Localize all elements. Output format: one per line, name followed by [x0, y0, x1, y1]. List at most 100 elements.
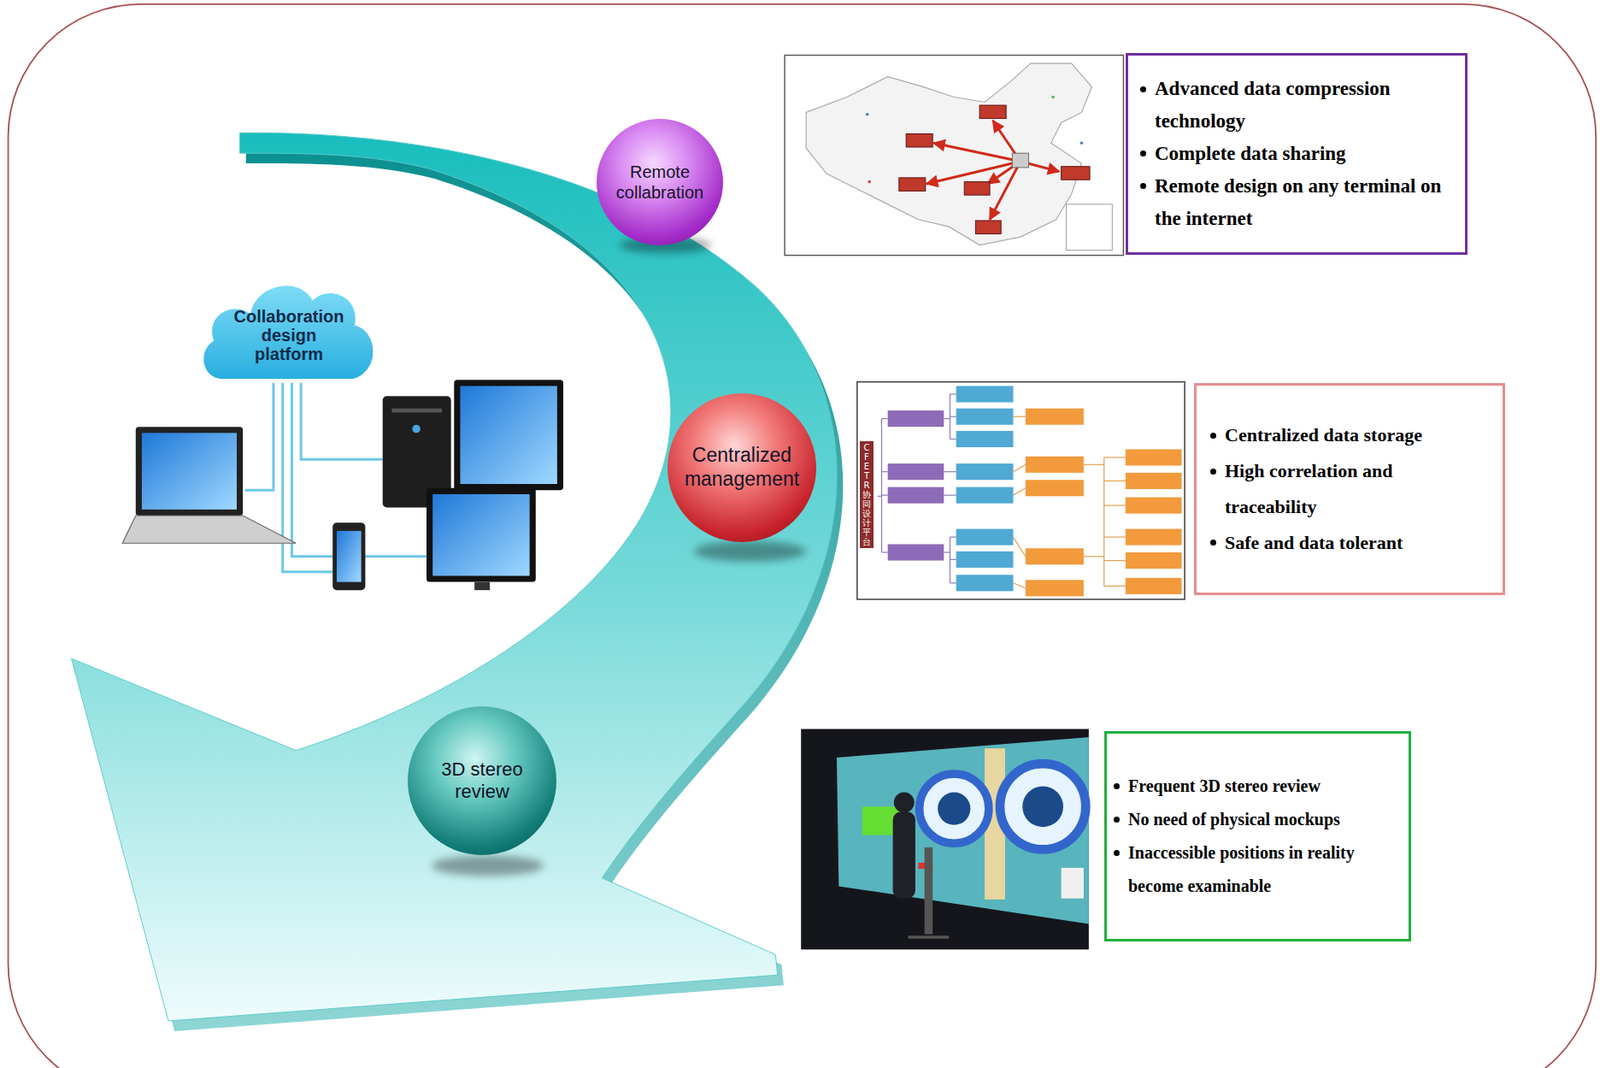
stereo-review-photo: [924, 847, 934, 934]
stereo-review-photo: [836, 736, 1089, 924]
bullet-item: Inaccessible positions in reality become…: [1113, 835, 1402, 903]
vertical-platform-label: CFETR协同设计平台: [859, 441, 874, 548]
circle-shadow: [694, 541, 806, 562]
platform-tree-chart: [1013, 488, 1026, 495]
topic-circle: 3D stereo review: [407, 705, 557, 855]
bullet-item: Remote design on any terminal on the int…: [1140, 170, 1453, 236]
platform-tree-chart: [1104, 504, 1126, 506]
platform-tree-chart: [1083, 555, 1105, 557]
bullet-dot: [1113, 849, 1120, 856]
china-map: [979, 105, 1006, 119]
platform-tree-chart: [1125, 497, 1183, 514]
bullet-dot: [1210, 432, 1217, 439]
computer-devices: [426, 488, 536, 583]
computer-devices: [122, 515, 296, 543]
china-map: [926, 120, 1059, 220]
topic-circle: Centralized management: [667, 393, 817, 542]
device-cables: [245, 382, 274, 490]
platform-tree-chart: [877, 495, 883, 497]
bullet-text: Remote design on any terminal on the int…: [1154, 170, 1453, 236]
platform-tree-chart: [881, 418, 883, 553]
platform-tree-chart: [1025, 547, 1084, 565]
curved-arrow: [71, 132, 838, 1021]
bullet-text: Centralized data storage: [1224, 417, 1423, 453]
platform-tree-chart: [950, 393, 957, 395]
platform-tree-chart: [950, 416, 957, 418]
device-cables: [300, 382, 383, 460]
platform-tree-chart: [882, 494, 889, 496]
platform-tree-chart: [877, 394, 957, 583]
bullet-item: Complete data sharing: [1140, 137, 1453, 171]
bullet-list: Centralized data storageHigh correlation…: [1210, 417, 1489, 560]
bullet-text: Inaccessible positions in reality become…: [1128, 835, 1402, 903]
bullet-text: Frequent 3D stereo review: [1128, 769, 1321, 803]
bullet-dot: [1113, 782, 1120, 789]
outer-frame: [8, 4, 1597, 1068]
platform-cloud: Collaboration design platform: [197, 271, 381, 387]
stereo-review-photo: [800, 729, 1089, 950]
platform-tree-chart: [956, 463, 1014, 480]
computer-devices: [453, 379, 564, 490]
computer-devices: [336, 530, 362, 583]
computer-devices: [459, 385, 557, 484]
china-map: [1080, 141, 1084, 145]
platform-tree-chart: [1104, 535, 1126, 537]
platform-tree-chart: [1104, 585, 1126, 587]
platform-tree-chart: [943, 417, 950, 419]
bullet-text: No need of physical mockups: [1128, 802, 1341, 836]
circle-label: Remote collabration: [603, 161, 718, 203]
stereo-review-photo: [1061, 867, 1084, 899]
china-map: [1066, 204, 1113, 251]
china-map: [867, 180, 871, 184]
platform-tree-chart: [956, 385, 1014, 591]
platform-tree-chart: [956, 529, 1014, 546]
stereo-review-photo: [894, 792, 915, 813]
bullet-dot: [1210, 468, 1217, 475]
computer-devices: [432, 494, 530, 577]
computer-devices: [141, 432, 237, 510]
platform-tree-chart: [1104, 480, 1126, 482]
platform-tree-chart: [1083, 464, 1105, 465]
platform-tree-chart: [1125, 577, 1183, 595]
bullet-text: Complete data sharing: [1154, 137, 1347, 171]
platform-tree-chart: [888, 543, 945, 560]
china-map: [926, 161, 1021, 184]
platform-tree-chart: [1104, 456, 1126, 458]
china-map: [964, 182, 990, 196]
platform-tree-chart: [950, 535, 957, 537]
computer-devices: [391, 408, 442, 413]
curved-arrow: [71, 132, 844, 1031]
circle-shadow: [431, 855, 544, 877]
computer-devices: [474, 582, 490, 591]
cloud-label: Collaboration design platform: [229, 306, 349, 364]
platform-tree-chart: [882, 551, 889, 553]
platform-tree-chart: [1013, 464, 1026, 471]
platform-tree-chart: [857, 382, 1185, 600]
bullet-dot: [1140, 150, 1147, 157]
circle-label: 3D stereo review: [415, 758, 550, 804]
platform-tree-chart: [882, 417, 889, 419]
computer-devices: [135, 426, 243, 516]
china-map: [805, 63, 1092, 246]
china-map: [1061, 166, 1090, 181]
platform-tree-chart: [888, 463, 945, 480]
platform-tree-chart: [1025, 479, 1084, 496]
platform-tree-chart: [1103, 457, 1105, 586]
platform-tree-chart: [1125, 552, 1183, 569]
platform-tree-chart: [1025, 408, 1084, 425]
cloud-shape: [203, 285, 373, 379]
stereo-review-photo: [1022, 785, 1064, 827]
platform-tree-chart: [1025, 408, 1183, 597]
platform-tree-chart: [1013, 582, 1026, 589]
platform-tree-chart: [943, 494, 956, 496]
platform-tree-chart: [1125, 472, 1183, 489]
circle-label: Centralized management: [675, 443, 810, 491]
bullet-item: Advanced data compression technology: [1140, 72, 1453, 138]
topic-circle: Remote collabration: [596, 118, 724, 246]
bullet-item: Frequent 3D stereo review: [1113, 769, 1402, 803]
platform-tree-chart: [943, 470, 956, 472]
platform-tree-chart: [857, 382, 1185, 600]
platform-tree-chart: [956, 430, 1014, 448]
platform-tree-chart: [1125, 529, 1183, 546]
